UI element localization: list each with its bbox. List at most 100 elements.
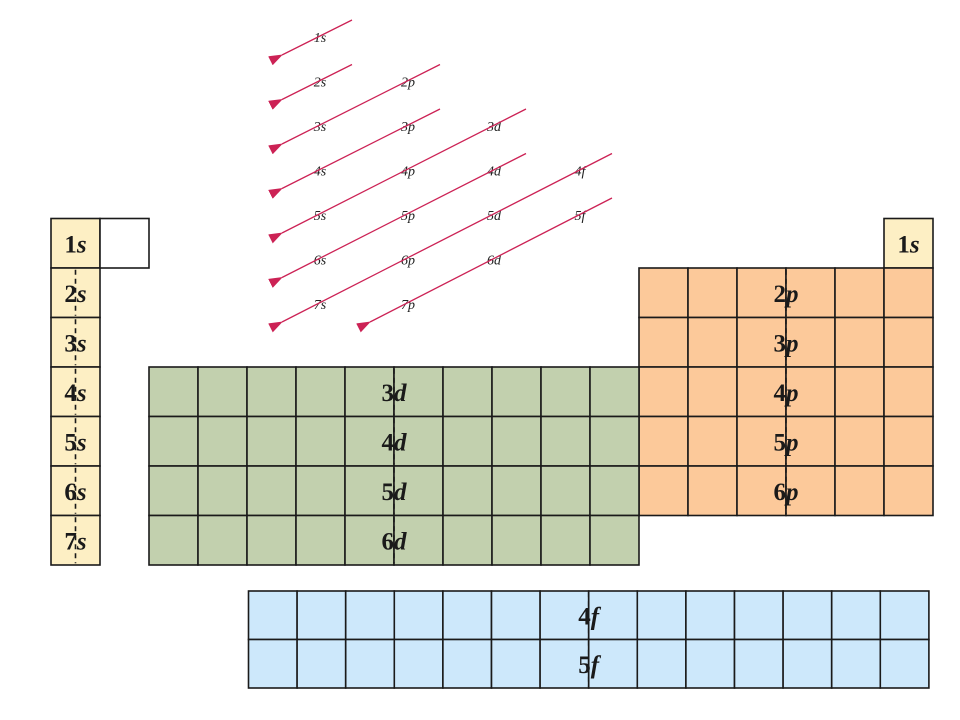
f-block-cell — [685, 638, 736, 689]
p-block-cell — [785, 366, 836, 418]
p-block-cell — [785, 316, 836, 368]
f-block-cell — [879, 590, 930, 641]
p-block-cell — [834, 267, 885, 319]
p-block-label: 2p — [774, 281, 799, 308]
d-block-cell — [589, 465, 640, 517]
d-block-cell — [491, 465, 542, 517]
d-block-cell — [246, 514, 297, 566]
aufbau-arrow — [268, 108, 527, 244]
f-block-cell — [296, 638, 347, 689]
aufbau-orbital-label: 7p — [401, 298, 415, 313]
p-block-cell — [687, 465, 738, 517]
p-block-cell — [638, 267, 689, 319]
d-block-label: 5d — [382, 479, 408, 506]
d-block-cell — [442, 514, 493, 566]
d-block-cell — [540, 366, 591, 418]
d-block-cell — [491, 514, 542, 566]
d-block-cell — [442, 366, 493, 418]
f-block-cell — [733, 590, 784, 641]
p-block-cell — [687, 366, 738, 418]
d-block-cell — [589, 514, 640, 566]
s-block-label: 4s — [64, 380, 86, 407]
f-block-cell — [490, 638, 541, 689]
f-block-cell — [733, 638, 784, 689]
d-block-cell — [295, 366, 346, 418]
p-block-label: 6p — [774, 479, 799, 506]
p-block-cell — [834, 465, 885, 517]
p-block-cell — [883, 465, 934, 517]
d-block-cell — [148, 514, 199, 566]
helium-s-label: 1s — [897, 231, 919, 258]
f-block-label: 5f — [578, 652, 602, 679]
d-block-label: 6d — [382, 528, 408, 555]
aufbau-arrow — [268, 108, 441, 199]
aufbau-arrow — [268, 19, 353, 66]
p-block-cell — [883, 415, 934, 467]
d-block-cell — [295, 415, 346, 467]
f-block-cell — [442, 590, 493, 641]
f-block-cell — [587, 638, 639, 689]
f-block-cell — [247, 638, 298, 689]
d-block-cell — [197, 415, 248, 467]
p-block-cell — [834, 316, 885, 368]
helium-s-cell — [883, 217, 934, 269]
d-block-cell — [491, 415, 542, 467]
aufbau-orbital-label: 6d — [487, 254, 502, 269]
d-block-cell — [344, 366, 395, 418]
d-block-cell — [148, 366, 199, 418]
f-block-cell — [247, 590, 298, 641]
aufbau-orbital-label: 5d — [487, 209, 502, 224]
aufbau-arrow — [268, 152, 613, 333]
f-block-label: 4f — [578, 603, 602, 630]
aufbau-arrow — [268, 63, 441, 155]
f-block-cell — [685, 590, 736, 641]
aufbau-orbital-label: 6s — [314, 254, 327, 269]
aufbau-arrow — [268, 152, 527, 288]
f-block-cell — [344, 590, 396, 641]
d-block-cell — [540, 465, 591, 517]
aufbau-orbital-label: 5p — [401, 209, 415, 224]
d-block-cell — [540, 415, 591, 467]
p-block-cell — [736, 366, 787, 418]
empty-cell — [99, 217, 150, 269]
f-block-cell — [879, 638, 930, 689]
s-block-label: 7s — [64, 528, 86, 555]
periodic-blocks — [50, 217, 934, 689]
f-block-cell — [782, 590, 833, 641]
d-block-cell — [197, 514, 248, 566]
p-block-cell — [883, 366, 934, 418]
f-block-cell — [782, 638, 833, 689]
p-block-cell — [736, 267, 787, 319]
s-block-label: 6s — [64, 479, 86, 506]
p-block-cell — [687, 267, 738, 319]
p-block-cell — [638, 366, 689, 418]
p-block-label: 5p — [774, 429, 799, 456]
d-block-cell — [589, 415, 640, 467]
f-block-cell — [830, 590, 882, 641]
aufbau-orbital-label: 7s — [314, 298, 327, 313]
aufbau-arrow — [268, 63, 353, 110]
s-block-label: 1s — [64, 231, 86, 258]
f-block-cell — [344, 638, 396, 689]
aufbau-arrow — [356, 197, 613, 333]
s-block-label: 2s — [64, 281, 86, 308]
f-block-cell — [636, 590, 687, 641]
s-block-cell — [50, 514, 101, 566]
f-block-cell — [393, 638, 444, 689]
s-block-label: 5s — [64, 429, 86, 456]
p-block-cell — [883, 316, 934, 368]
f-block-cell — [830, 638, 882, 689]
d-block-cell — [246, 366, 297, 418]
p-block-cell — [736, 415, 787, 467]
d-block-cell — [148, 415, 199, 467]
aufbau-orbital-label: 6p — [401, 254, 415, 269]
d-block-cell — [246, 465, 297, 517]
d-block-cell — [491, 366, 542, 418]
p-block-label: 4p — [774, 380, 799, 407]
d-block-cell — [344, 415, 395, 467]
d-block-label: 4d — [382, 429, 408, 456]
d-block-cell — [197, 366, 248, 418]
